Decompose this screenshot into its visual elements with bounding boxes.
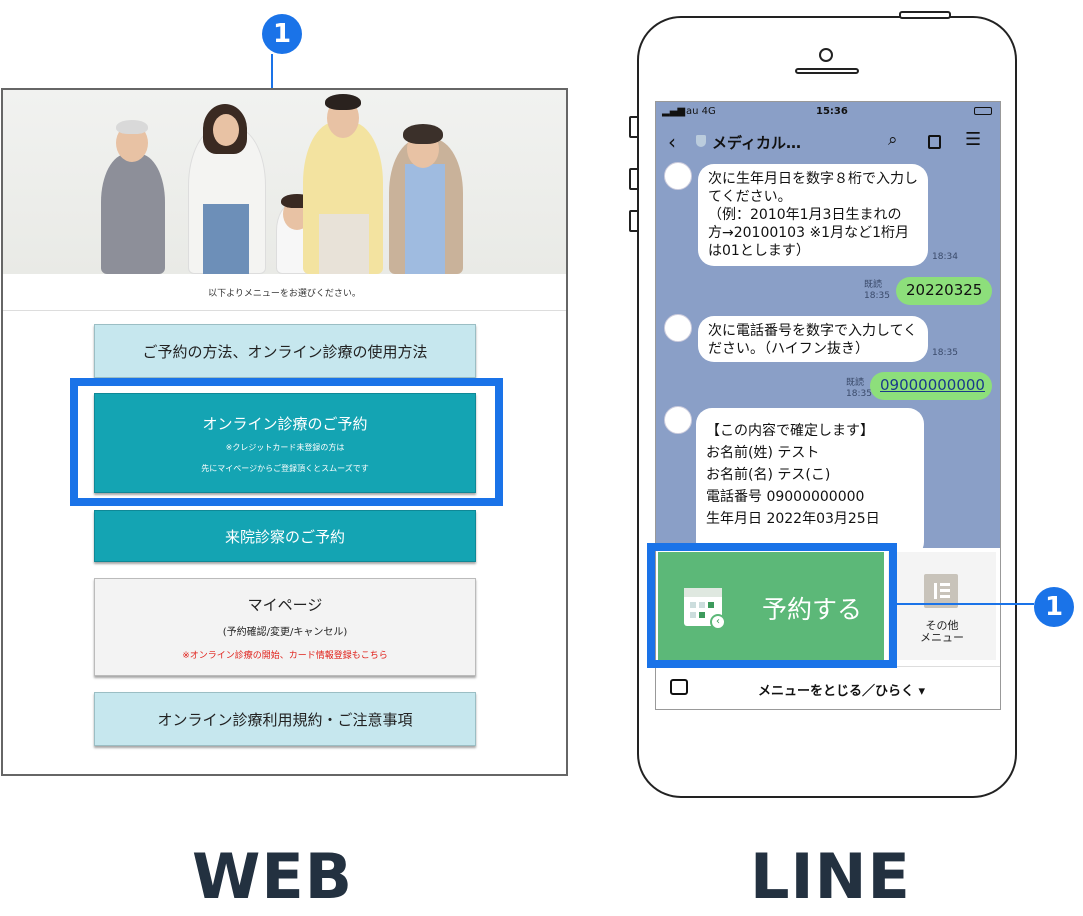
user-message-2-read: 既読 — [846, 378, 865, 388]
rich-menu-footer[interactable]: メニューをとじる／ひらく ▾ — [656, 666, 1000, 709]
reserve-menu-label: 予約する — [762, 595, 863, 624]
phone-side-button-2 — [629, 168, 639, 190]
clock-label: 15:36 — [816, 106, 848, 117]
status-bar: ▂▄▆ au 4G 15:36 — [656, 102, 1000, 122]
bot-message-1-time: 18:34 — [932, 252, 958, 262]
document-icon — [924, 574, 958, 608]
battery-icon — [974, 107, 992, 115]
reserve-menu-button[interactable]: ‹ 予約する — [658, 552, 884, 660]
mypage-label: マイページ — [247, 595, 323, 614]
callout-line-line — [897, 603, 1034, 605]
how-to-reserve-label: ご予約の方法、オンライン診療の使用方法 — [142, 342, 428, 361]
bot-message-1: 次に生年月日を数字８桁で入力し てください。 （例：2010年1月3日生まれの … — [698, 164, 928, 266]
bot-message-confirm: 【この内容で確定します】 お名前(姓) テスト お名前(名) テス(こ) 電話番… — [696, 408, 924, 558]
calendar-icon: ‹ — [684, 588, 726, 630]
credit-card-note-2: 先にマイページからご登録頂くとスムーズです — [201, 463, 369, 473]
bot-avatar — [664, 162, 692, 190]
chat-header: ‹ メディカル… ⌕ ☰ — [656, 122, 1000, 160]
bot-message-2: 次に電話番号を数字で入力してく ださい。（ハイフン抜き） — [698, 316, 928, 362]
keyboard-icon[interactable] — [670, 679, 688, 695]
terms-notes-button[interactable]: オンライン診療利用規約・ご注意事項 — [94, 692, 476, 746]
menu-instruction-text: 以下よりメニューをお選びください。 — [3, 274, 566, 311]
rich-menu: ‹ 予約する その他 メニュー — [656, 548, 1000, 666]
back-arrow-icon[interactable]: ‹ — [668, 130, 676, 154]
online-consultation-reserve-button[interactable]: オンライン診療のご予約 ※クレジットカード未登録の方は 先にマイページからご登録… — [94, 393, 476, 493]
menu-hamburger-icon[interactable]: ☰ — [965, 129, 982, 150]
how-to-reserve-button[interactable]: ご予約の方法、オンライン診療の使用方法 — [94, 324, 476, 378]
highlight-online-reserve — [70, 378, 503, 506]
line-chat-screen: ▂▄▆ au 4G 15:36 ‹ メディカル… ⌕ ☰ 次に生年月日を数字８桁… — [655, 101, 1001, 710]
in-person-reserve-button[interactable]: 来院診察のご予約 — [94, 510, 476, 562]
menu-toggle-label[interactable]: メニューをとじる／ひらく ▾ — [758, 684, 926, 699]
phone-top-button — [899, 11, 951, 19]
carrier-label: au 4G — [686, 106, 716, 117]
other-menu-button[interactable]: その他 メニュー — [888, 552, 996, 660]
user-message-1: 20220325 — [896, 277, 992, 305]
mypage-warning-label: ※オンライン診療の開始、カード情報登録もこちら — [182, 650, 388, 661]
mypage-button[interactable]: マイページ (予約確認/変更/キャンセル) ※オンライン診療の開始、カード情報登… — [94, 578, 476, 676]
hero-family-photo — [3, 90, 566, 274]
in-person-reserve-label: 来院診察のご予約 — [224, 527, 345, 546]
line-footer-label: LINE — [750, 840, 911, 913]
online-consultation-label: オンライン診療のご予約 — [202, 414, 368, 433]
front-camera — [819, 48, 833, 62]
phone-side-button-1 — [629, 116, 639, 138]
callout-badge-web: 1 — [262, 14, 302, 54]
bot-message-2-time: 18:35 — [932, 348, 958, 358]
terms-notes-label: オンライン診療利用規約・ご注意事項 — [157, 710, 413, 729]
signal-icon: ▂▄▆ — [662, 106, 686, 117]
user-message-1-read: 既読 — [864, 280, 883, 290]
bot-avatar — [664, 314, 692, 342]
highlight-line-reserve — [647, 543, 897, 668]
shield-icon — [696, 135, 706, 147]
other-menu-label: その他 メニュー — [920, 619, 964, 644]
credit-card-note-1: ※クレジットカード未登録の方は — [225, 442, 345, 452]
user-message-1-time: 18:35 — [864, 291, 890, 301]
user-message-2-time: 18:35 — [846, 389, 872, 399]
mypage-sub-label: (予約確認/変更/キャンセル) — [222, 626, 348, 638]
callout-badge-line: 1 — [1034, 587, 1074, 627]
bot-avatar — [664, 406, 692, 434]
user-message-2[interactable]: 09000000000 — [870, 372, 992, 400]
search-icon[interactable]: ⌕ — [888, 130, 898, 150]
earpiece-speaker — [795, 68, 859, 74]
phone-side-button-3 — [629, 210, 639, 232]
chat-title: メディカル… — [712, 134, 801, 152]
web-footer-label: WEB — [192, 840, 353, 913]
notes-icon[interactable] — [928, 135, 941, 149]
